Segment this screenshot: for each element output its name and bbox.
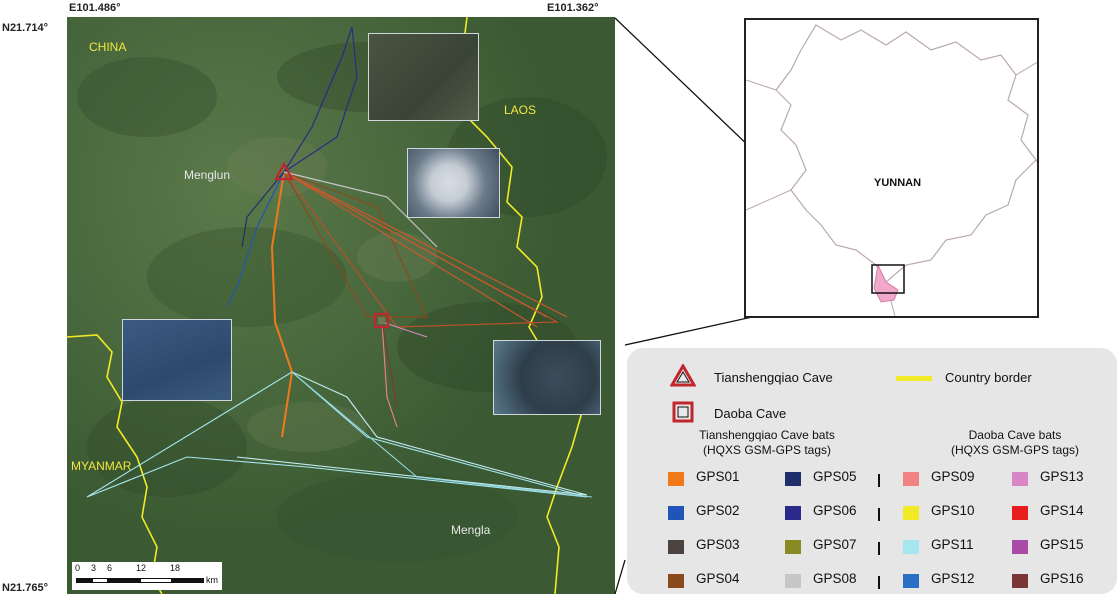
legend-item-label: GPS10 (931, 503, 975, 518)
study-area-box (871, 264, 905, 294)
legend-country-border: Country border (945, 370, 1032, 385)
group-subtitle-text: (HQXS GSM-GPS tags) (702, 443, 832, 457)
scale-tick: 0 (75, 563, 81, 573)
color-swatch (1012, 574, 1028, 588)
legend-item-label: GPS12 (931, 571, 975, 586)
color-swatch (668, 540, 684, 554)
satellite-map: CHINA LAOS MYANMAR Menglun Mengla 0 3 6 … (67, 17, 615, 594)
longitude-label-left: E101.486° (69, 2, 121, 14)
color-swatch (903, 574, 919, 588)
legend-daoba-cave: Daoba Cave (714, 406, 787, 421)
group-title-text: Daoba Cave bats (968, 428, 1062, 442)
legend-item-label: GPS09 (931, 469, 975, 484)
legend-item-label: GPS15 (1040, 537, 1084, 552)
region-label-yunnan: YUNNAN (874, 177, 922, 189)
color-swatch (903, 540, 919, 554)
scale-tick: 6 (107, 563, 113, 573)
triangle-icon (670, 364, 696, 387)
overview-map: YUNNAN (744, 18, 1039, 318)
latitude-label-top: N21.714° (2, 22, 48, 34)
canopy-photo (493, 340, 601, 415)
scale-tick: 12 (136, 563, 147, 573)
scale-unit: km (206, 575, 218, 585)
cave-photo (407, 148, 500, 218)
legend-item-label: GPS03 (696, 537, 740, 552)
legend-item-label: GPS05 (813, 469, 857, 484)
color-swatch (1012, 506, 1028, 520)
yellow-line-icon (896, 376, 932, 381)
gps-tracks (226, 26, 568, 438)
legend-item-label: GPS13 (1040, 469, 1084, 484)
color-swatch (785, 540, 801, 554)
town-label-mengla: Mengla (451, 523, 491, 537)
legend-item-label: GPS02 (696, 503, 740, 518)
legend-panel: Tianshengqiao Cave Country border Daoba … (627, 348, 1117, 594)
legend-tianshengqiao-cave: Tianshengqiao Cave (714, 370, 833, 385)
latitude-label-bottom: N21.765° (2, 582, 48, 594)
legend-item-label: GPS01 (696, 469, 740, 484)
legend-item-label: GPS08 (813, 571, 857, 586)
color-swatch (785, 574, 801, 588)
legend-item-label: GPS16 (1040, 571, 1084, 586)
country-label-china: CHINA (89, 40, 127, 54)
legend-item-label: GPS04 (696, 571, 740, 586)
square-icon (672, 401, 694, 423)
habitat-photo (368, 33, 479, 121)
group-title-daoba: Daoba Cave bats (HQXS GSM-GPS tags) (915, 428, 1115, 458)
town-label-menglun: Menglun (184, 168, 231, 182)
country-border (67, 334, 163, 594)
forest-photo (122, 319, 232, 401)
tianshengqiao-cave-marker (274, 161, 294, 181)
legend-item-label: GPS06 (813, 503, 857, 518)
scale-tick: 3 (91, 563, 97, 573)
color-swatch (1012, 540, 1028, 554)
color-swatch (1012, 472, 1028, 486)
color-swatch (785, 472, 801, 486)
group-title-text: Tianshengqiao Cave bats (699, 428, 835, 442)
map-canvas (67, 17, 615, 594)
legend-item-label: GPS11 (931, 537, 974, 552)
color-swatch (668, 472, 684, 486)
color-swatch (785, 506, 801, 520)
color-swatch (668, 574, 684, 588)
longitude-label-right: E101.362° (547, 2, 599, 14)
color-swatch (903, 472, 919, 486)
gps-tracks (86, 321, 593, 498)
country-label-laos: LAOS (504, 103, 537, 117)
color-swatch (903, 506, 919, 520)
daoba-cave-marker (373, 312, 390, 329)
scale-tick: 18 (170, 563, 181, 573)
scale-bar: 0 3 6 12 18 km (72, 562, 222, 590)
group-subtitle-text: (HQXS GSM-GPS tags) (950, 443, 1080, 457)
country-label-myanmar: MYANMAR (71, 459, 132, 473)
legend-item-label: GPS07 (813, 537, 857, 552)
color-swatch (668, 506, 684, 520)
legend-item-label: GPS14 (1040, 503, 1084, 518)
yunnan-outline (746, 24, 1037, 316)
group-title-tianshengqiao: Tianshengqiao Cave bats (HQXS GSM-GPS ta… (667, 428, 867, 458)
